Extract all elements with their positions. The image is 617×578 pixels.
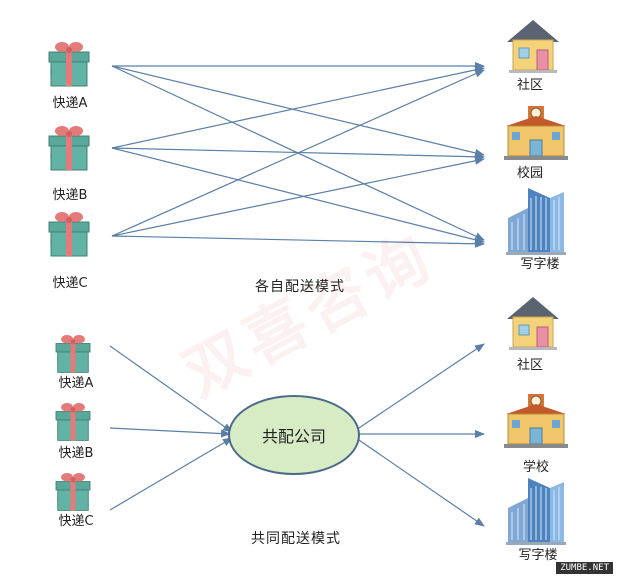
office-building-icon <box>505 477 567 546</box>
gift-icon <box>48 125 90 171</box>
house-icon <box>506 19 560 74</box>
arrow-b-to-hub <box>109 427 231 438</box>
arrow-c-to-campus <box>111 156 485 237</box>
gift-icon <box>55 402 91 441</box>
bottom-arrows <box>109 343 485 527</box>
arrow-b-to-community <box>111 65 485 149</box>
top-sender-a-label: 快递A <box>52 96 88 111</box>
house-icon <box>506 296 560 351</box>
top-sender-c-label: 快递C <box>52 276 88 291</box>
arrow-a-to-hub <box>109 345 233 433</box>
site-watermark: ZUMBE.NET <box>556 562 613 574</box>
bottom-receiver-school-label: 学校 <box>522 460 550 475</box>
bottom-receiver-office-label: 写字楼 <box>518 548 558 563</box>
arrow-hub-to-community <box>355 343 485 431</box>
arrow-c-to-office <box>111 235 485 248</box>
bottom-sender-c-label: 快递C <box>58 514 94 529</box>
gift-icon <box>55 472 91 511</box>
arrow-b-to-office <box>111 147 485 244</box>
top-sender-b-label: 快递B <box>52 188 88 203</box>
top-arrows <box>111 62 485 248</box>
bottom-receiver-community-label: 社区 <box>516 358 544 373</box>
arrow-hub-to-office <box>355 437 485 527</box>
bottom-sender-a-label: 快递A <box>58 376 94 391</box>
hub-label: 共配公司 <box>261 427 326 446</box>
gift-icon <box>48 211 90 257</box>
top-receiver-community-label: 社区 <box>516 78 544 93</box>
school-icon <box>503 105 569 161</box>
top-receiver-campus-label: 校园 <box>516 166 544 181</box>
top-caption: 各自配送模式 <box>255 279 345 295</box>
bottom-sender-b-label: 快递B <box>58 446 94 461</box>
gift-icon <box>55 334 91 373</box>
school-icon <box>503 393 569 449</box>
arrow-a-to-campus <box>111 65 485 157</box>
gift-icon <box>48 41 90 87</box>
arrow-c-to-hub <box>109 437 233 511</box>
bottom-caption: 共同配送模式 <box>251 531 341 547</box>
arrow-c-to-community <box>111 69 485 237</box>
top-receiver-office-label: 写字楼 <box>520 257 560 272</box>
office-building-icon <box>505 187 567 256</box>
hub-node: 共配公司 <box>228 395 360 475</box>
